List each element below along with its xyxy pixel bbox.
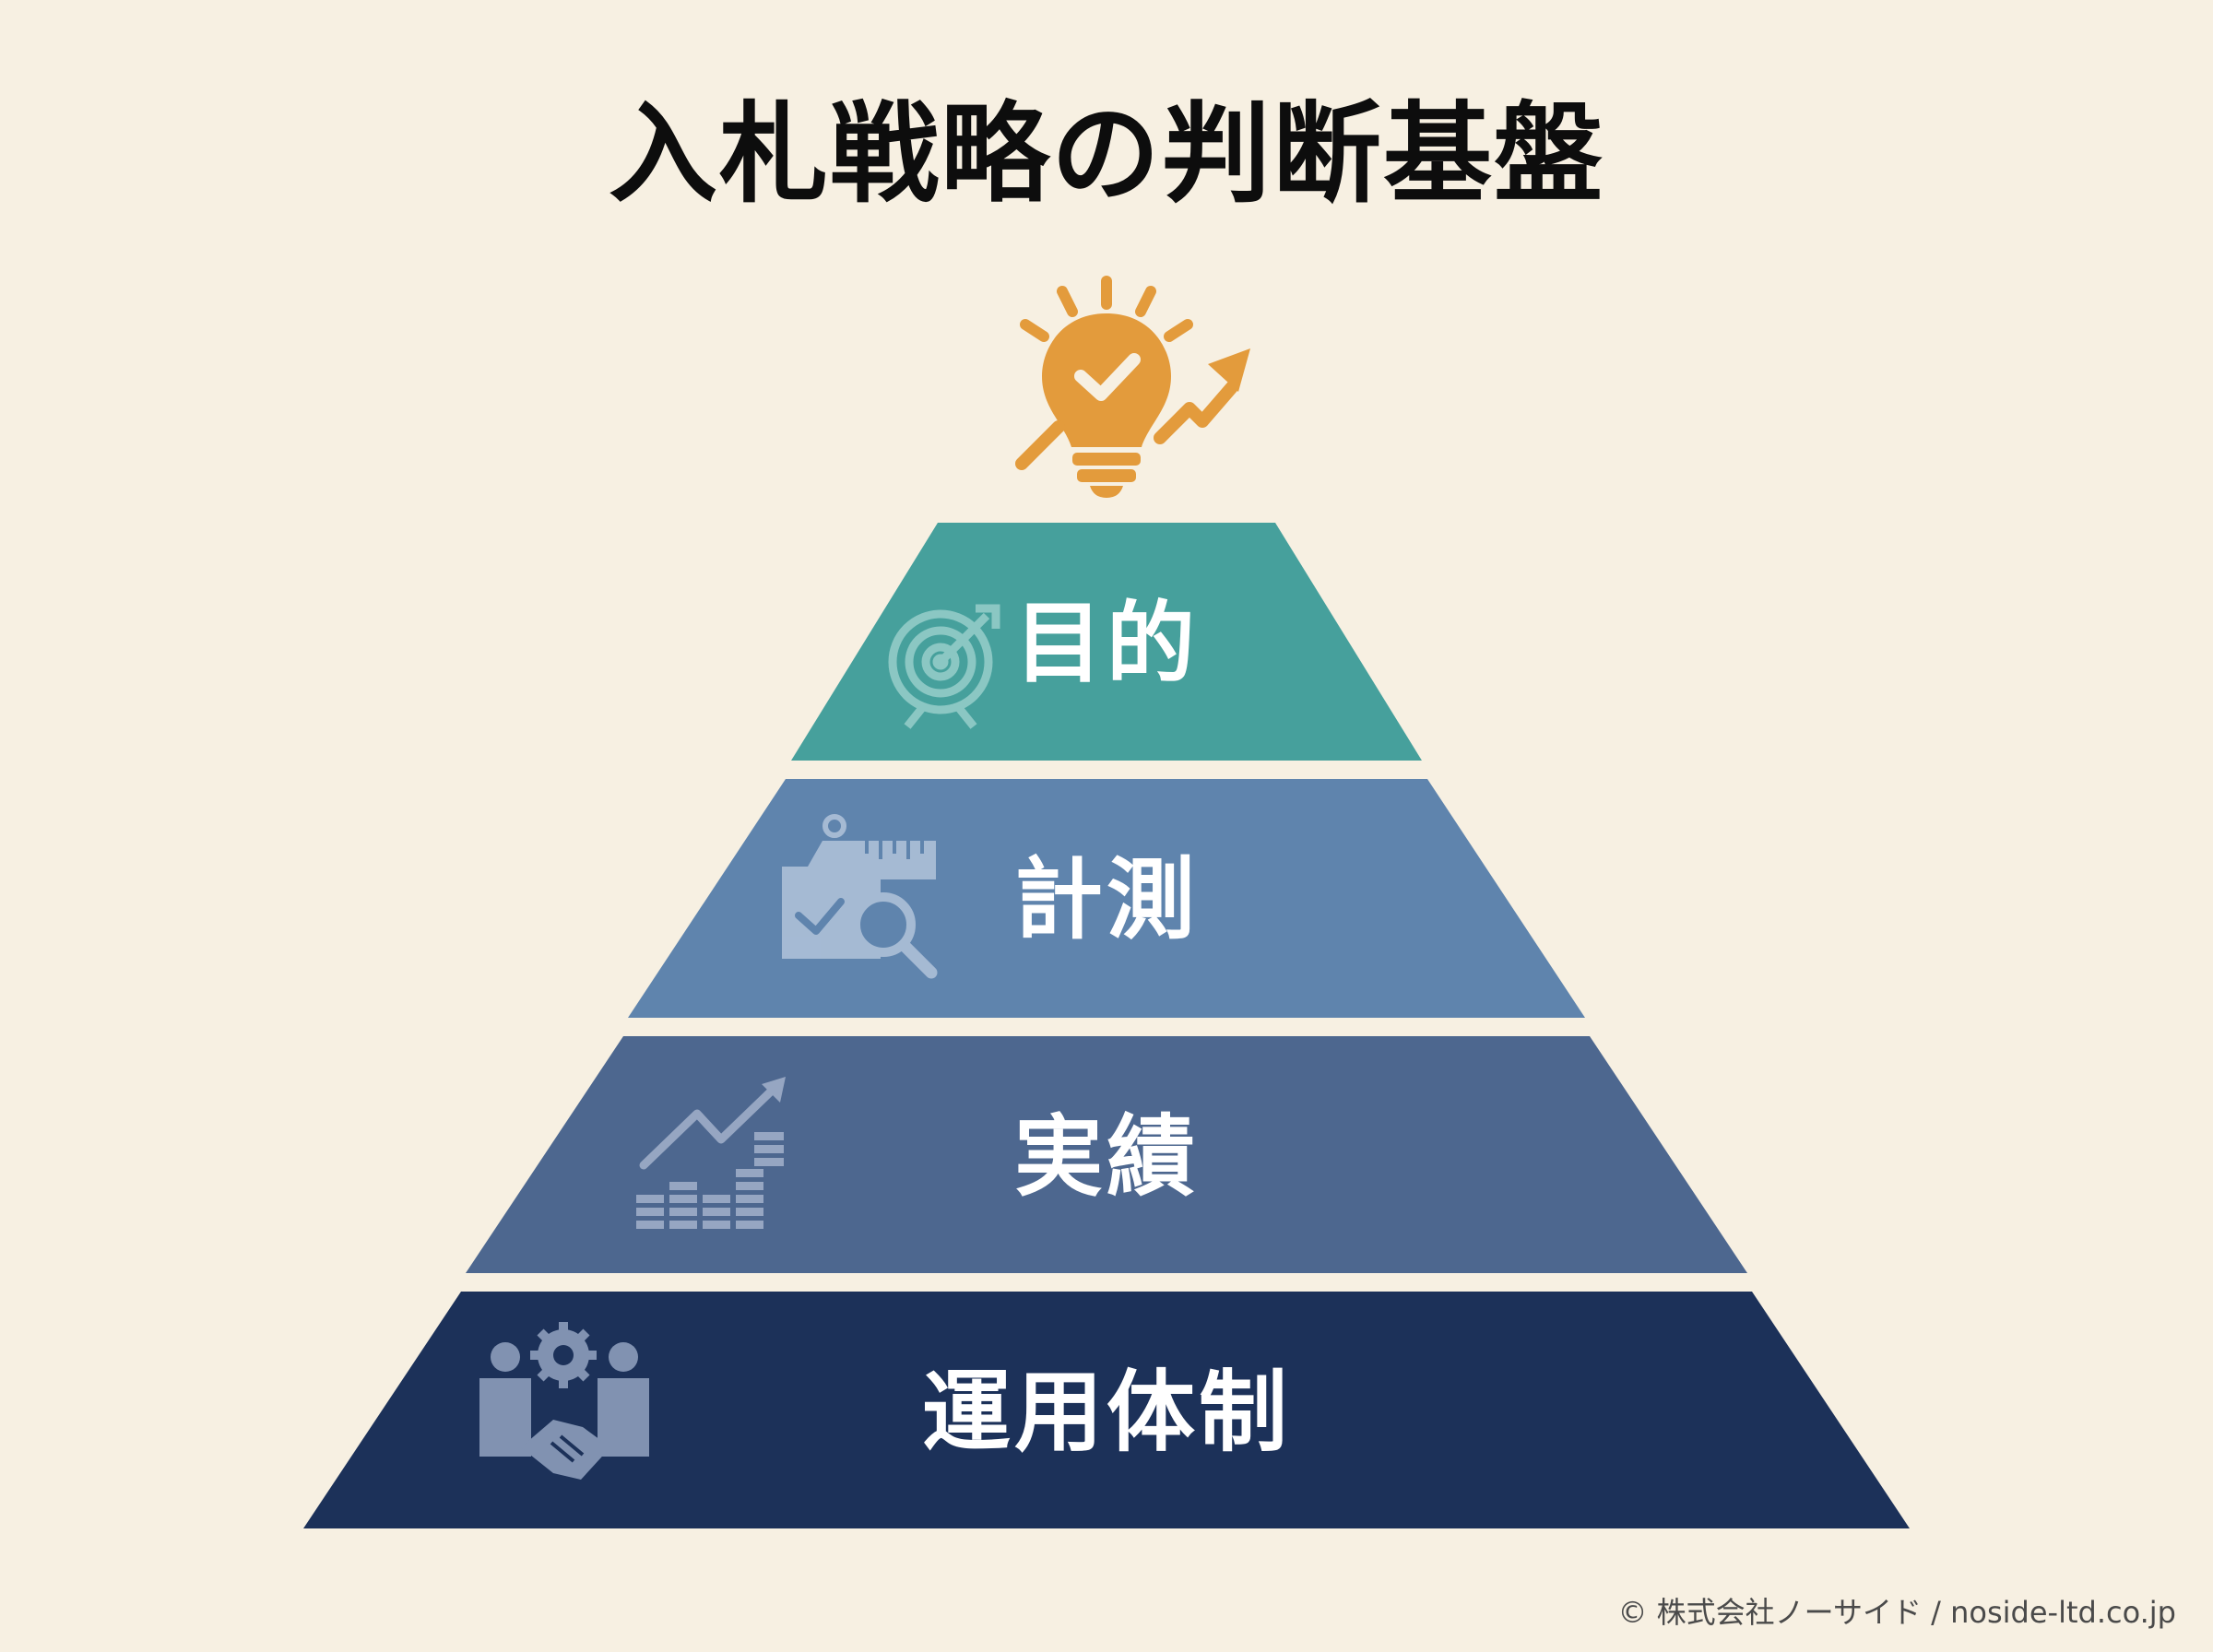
bar-growth-chart-icon (636, 1077, 786, 1229)
tier-label-results: 実績 (1014, 1105, 1199, 1209)
tier-results (466, 1036, 1747, 1273)
tier-label-measurement: 計測 (1014, 848, 1199, 951)
tier-label-operations: 運用体制 (922, 1361, 1291, 1464)
target-icon (888, 604, 1000, 729)
teamwork-handshake-icon (479, 1322, 649, 1480)
lightbulb-check-arrow-icon (1015, 276, 1250, 498)
page-title: 入札戦略の判断基盤 (608, 90, 1604, 218)
tier-purpose (791, 523, 1422, 761)
copyright-text: © 株式会社ノーサイド / noside-ltd.co.jp (1617, 1595, 2176, 1630)
tag-ruler-magnifier-icon (782, 814, 938, 979)
tier-label-purpose: 目的 (1014, 592, 1199, 695)
tier-operations (303, 1292, 1910, 1528)
